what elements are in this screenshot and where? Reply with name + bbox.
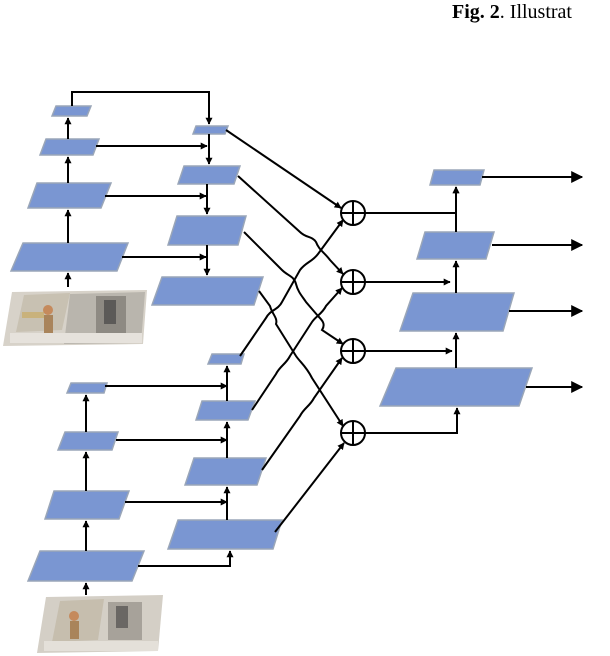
bottom-to-fusion-arrows <box>239 219 345 533</box>
bottom-bottomup-level-4 <box>65 382 109 394</box>
bottom-input-image <box>37 595 163 653</box>
top-bottomup-level-3 <box>38 138 101 156</box>
output-arrows <box>482 171 584 393</box>
top-topdown-level-4 <box>191 125 230 135</box>
top-stream-arrows <box>64 91 213 287</box>
figure-caption: Fig. 2. Illustrat <box>452 1 572 24</box>
bottom-topdown-level-1 <box>166 519 284 550</box>
bottom-bottomup-level-2 <box>43 490 131 520</box>
figure-caption-text: . Illustrat <box>499 1 572 23</box>
bottom-bottomup-level-3 <box>56 431 120 451</box>
top-bottomup-level-1 <box>9 242 130 272</box>
top-bottomup-level-4 <box>50 105 93 117</box>
top-topdown-level-1 <box>150 276 265 306</box>
bottom-stream-arrows <box>82 365 234 595</box>
fusion-to-output-arrows <box>365 186 461 434</box>
bottom-topdown-level-3 <box>194 400 257 421</box>
output-level-2 <box>398 292 515 332</box>
figure-label: Fig. 2 <box>452 1 500 23</box>
top-topdown-level-3 <box>176 165 242 185</box>
bottom-bottomup-level-1 <box>26 550 146 582</box>
bottom-topdown-level-2 <box>183 457 268 486</box>
top-bottomup-level-2 <box>26 182 113 209</box>
output-level-3 <box>415 231 496 260</box>
output-level-1 <box>378 367 534 407</box>
fusion-node-4 <box>340 420 366 446</box>
bottom-topdown-level-4 <box>206 353 246 365</box>
top-topdown-level-2 <box>166 215 247 246</box>
fusion-node-1 <box>340 200 366 226</box>
fusion-node-2 <box>340 269 366 295</box>
output-level-4 <box>429 169 485 186</box>
fusion-node-3 <box>340 338 366 364</box>
top-input-image <box>3 290 147 346</box>
